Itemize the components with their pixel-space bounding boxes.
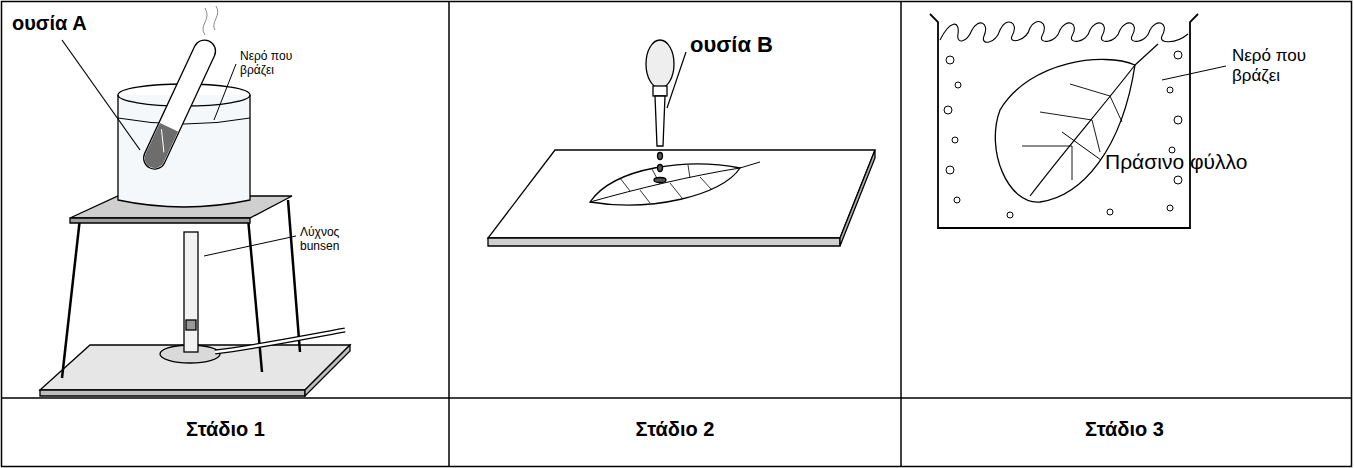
stage-caption: Στάδιο 2: [449, 418, 901, 441]
tile: [488, 150, 875, 238]
hatch: [153, 129, 172, 152]
table-divider: [448, 2, 450, 467]
beaker: [930, 14, 1198, 228]
gauze-edge: [70, 218, 250, 223]
leaf: [995, 59, 1135, 202]
leaf: [590, 164, 740, 205]
substance-label: ουσία Α: [12, 12, 87, 35]
stage-caption: Στάδιο 3: [899, 418, 1350, 441]
base-plate-edge: [40, 390, 305, 396]
leader-line: [204, 236, 296, 256]
drop: [658, 165, 663, 172]
steam: [203, 6, 218, 35]
substance-label: ουσία Β: [690, 32, 773, 57]
leaf-midrib: [590, 162, 760, 202]
gas-hose: [215, 330, 345, 352]
leader-line: [1162, 66, 1226, 80]
boiling-surface: [940, 22, 1188, 43]
table-divider: [900, 2, 902, 467]
leaf-vein: [620, 165, 712, 203]
leader-line: [1062, 132, 1101, 160]
test-tube: [140, 36, 219, 172]
gas-hose: [215, 330, 345, 352]
dropper-neck: [653, 86, 667, 96]
drop: [658, 153, 663, 160]
base-plate-side: [305, 345, 350, 396]
drop: [654, 178, 666, 183]
leader-line: [667, 52, 686, 108]
substance-a: [141, 123, 178, 171]
tile-side: [840, 150, 875, 246]
leader-line: [214, 64, 236, 120]
tripod-leg: [62, 218, 80, 378]
bubbles: [944, 51, 1182, 218]
burner-tube: [184, 232, 198, 352]
air-hole: [186, 320, 196, 330]
part-label: Πράσινο φύλλο: [1105, 150, 1247, 174]
leader-line: [62, 40, 140, 150]
stage-caption: Στάδιο 1: [2, 418, 450, 441]
part-label: Λύχνος bunsen: [300, 226, 362, 254]
part-label: Νερό που βράζει: [240, 50, 302, 78]
tripod-leg: [288, 200, 300, 352]
dropper-tube: [655, 96, 665, 146]
table-divider: [2, 397, 1352, 399]
boiling-beaker: [930, 14, 1226, 228]
water-bath-apparatus: [40, 6, 350, 396]
dropper-and-tile: [488, 40, 875, 246]
part-label: Νερό που βράζει: [1232, 46, 1336, 85]
leaf-midrib: [1030, 44, 1158, 196]
dropper-bulb: [646, 40, 674, 88]
tile-edge: [488, 238, 840, 246]
